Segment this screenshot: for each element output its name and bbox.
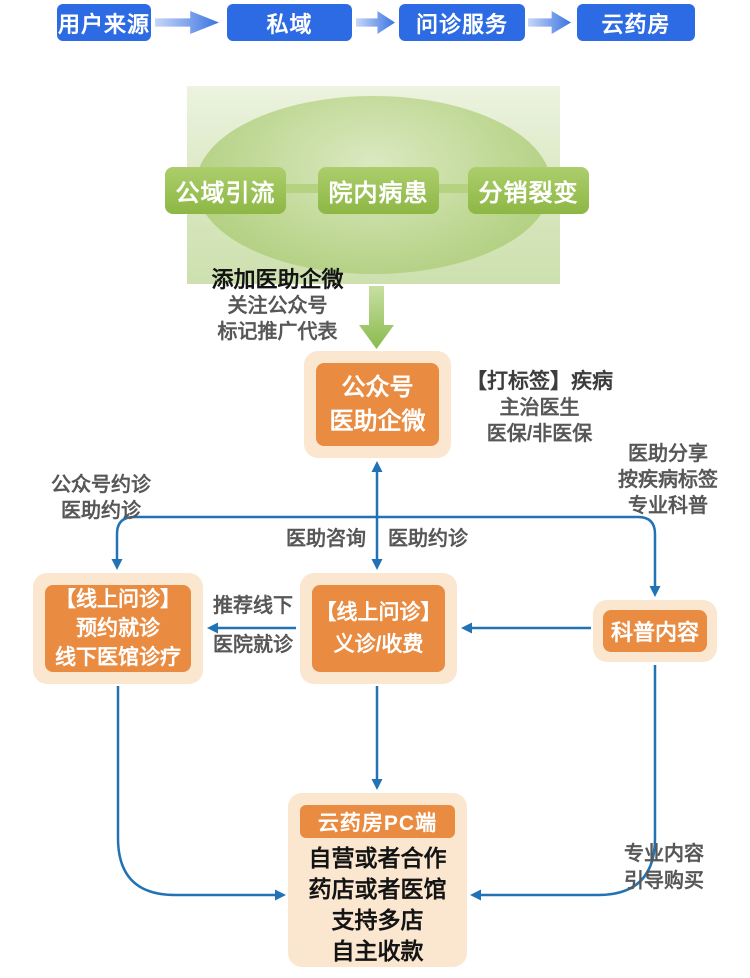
channel-hospital-patient: 院内病患 [318,167,439,214]
consult-label-right: 医助约诊 [388,528,468,550]
node-online-consult-line: 义诊/收费 [333,632,424,656]
booking-note-line: 医助约诊 [61,500,141,522]
node-official-account-line: 医助企微 [329,407,426,435]
node-science-content-label: 科普内容 [610,620,699,645]
assistant-share-line: 医助分享 [628,443,708,465]
node-offline-visit: 【线上问诊】 预约就诊 线下医馆诊疗 [33,573,203,684]
stage-consult-service: 问诊服务 [399,4,525,41]
cloud-pharmacy-line: 支持多店 [331,907,424,933]
cloud-pharmacy-line: 药店或者医馆 [308,876,447,902]
stage-cloud-pharmacy: 云药房 [577,4,695,41]
blue-flow-lines [115,468,657,897]
tagging-note-line: 主治医生 [499,397,580,419]
tagging-note-line: 医保/非医保 [486,423,593,445]
assistant-share-note: 医助分享 按疾病标签 专业科普 [607,441,729,519]
cloud-pharmacy-line: 自主收款 [331,938,424,964]
stage-user-source: 用户来源 [57,4,151,41]
node-online-consult-line: 【线上问诊】 [315,600,442,624]
node-official-account: 公众号 医助企微 [304,351,451,458]
green-down-arrow-icon [359,286,394,349]
tagging-note-line: 【打标签】疾病 [466,370,613,393]
consult-label-left: 医助咨询 [286,528,366,550]
funnel-note: 添加医助企微 关注公众号 标记推广代表 [190,266,365,345]
recommend-offline-line: 医院就诊 [213,634,293,656]
stage-private-domain: 私域 [227,4,352,41]
cloud-pharmacy-line: 自营或者合作 [308,845,447,871]
node-online-consult: 【线上问诊】 义诊/收费 [300,573,457,684]
channel-distribution: 分销裂变 [468,167,589,214]
recommend-offline-line: 推荐线下 [213,595,293,617]
booking-note-line: 公众号约诊 [51,474,151,496]
recommend-offline-note: 推荐线下 医院就诊 [203,595,303,656]
cloud-pharmacy-title: 云药房PC端 [300,805,455,838]
funnel-note-line: 添加医助企微 [211,267,344,292]
node-official-account-line: 公众号 [341,373,414,401]
assistant-share-line: 专业科普 [628,495,708,517]
tagging-note: 【打标签】疾病 主治医生 医保/非医保 [462,369,617,447]
purchase-guide-line: 专业内容 [624,843,704,865]
channel-connector [439,184,469,193]
node-offline-visit-line: 【线上问诊】 [55,588,181,611]
node-offline-visit-line: 线下医馆诊疗 [55,646,181,669]
funnel-note-line: 关注公众号 [227,295,328,317]
funnel-note-line: 标记推广代表 [217,321,338,343]
arrowhead-icons [111,461,661,901]
assistant-share-line: 按疾病标签 [618,469,718,491]
consult-label: 医助咨询 医助约诊 [277,526,477,552]
channel-connector [286,184,319,193]
node-offline-visit-line: 预约就诊 [76,617,160,640]
purchase-guide-note: 专业内容 引导购买 [603,841,725,895]
cloud-pharmacy-body: 自营或者合作 药店或者医馆 支持多店 自主收款 [288,843,467,967]
booking-note: 公众号约诊 医助约诊 [39,472,163,524]
purchase-guide-line: 引导购买 [624,870,704,892]
node-science-content: 科普内容 [593,600,717,662]
channel-public-traffic: 公域引流 [165,167,286,214]
node-cloud-pharmacy: 云药房PC端 自营或者合作 药店或者医馆 支持多店 自主收款 [288,793,467,967]
